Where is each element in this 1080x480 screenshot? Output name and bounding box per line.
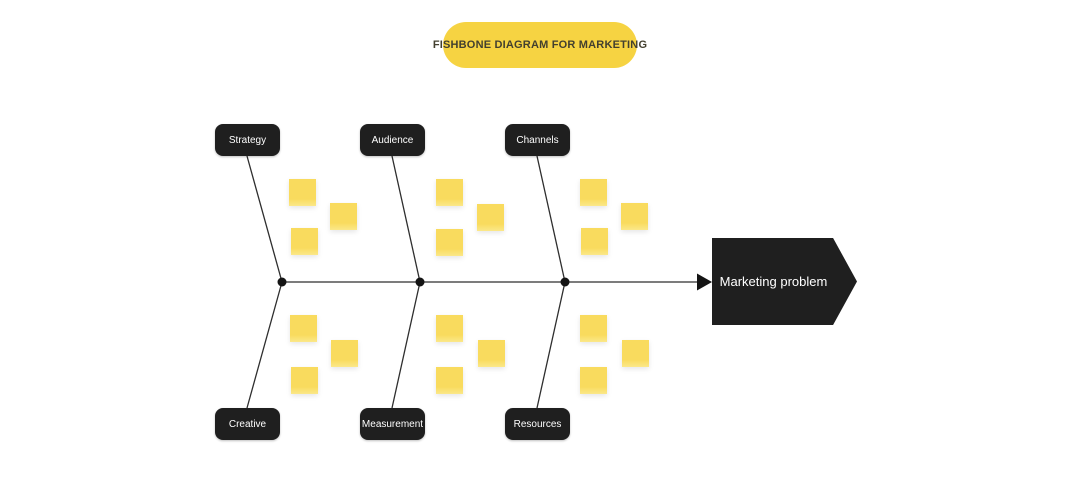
sticky-note[interactable] (289, 179, 316, 206)
sticky-note[interactable] (330, 203, 357, 230)
sticky-note[interactable] (478, 340, 505, 367)
spine-arrowhead-icon (697, 273, 712, 291)
category-node-strategy[interactable]: Strategy (215, 124, 280, 156)
sticky-note[interactable] (290, 315, 317, 342)
sticky-note[interactable] (621, 203, 648, 230)
sticky-note[interactable] (580, 315, 607, 342)
bone-creative (246, 281, 283, 409)
category-node-audience[interactable]: Audience (360, 124, 425, 156)
problem-label: Marketing problem (719, 274, 828, 289)
bone-measurement (391, 281, 421, 409)
bone-resources (536, 281, 566, 409)
sticky-note[interactable] (331, 340, 358, 367)
junction-dot (277, 277, 287, 287)
sticky-note[interactable] (291, 228, 318, 255)
sticky-note[interactable] (436, 315, 463, 342)
category-node-measurement[interactable]: Measurement (360, 408, 425, 440)
sticky-note[interactable] (580, 367, 607, 394)
diagram-title-pill[interactable]: FISHBONE DIAGRAM FOR MARKETING (433, 22, 647, 68)
category-node-creative[interactable]: Creative (215, 408, 280, 440)
junction-dot (560, 277, 570, 287)
category-node-channels[interactable]: Channels (505, 124, 570, 156)
sticky-note[interactable] (622, 340, 649, 367)
bone-channels (536, 155, 566, 283)
sticky-note[interactable] (580, 179, 607, 206)
category-node-resources[interactable]: Resources (505, 408, 570, 440)
bone-strategy (246, 155, 283, 283)
bone-audience (391, 155, 421, 283)
problem-node[interactable]: Marketing problem (712, 238, 857, 325)
sticky-note[interactable] (436, 229, 463, 256)
sticky-note[interactable] (436, 367, 463, 394)
sticky-note[interactable] (291, 367, 318, 394)
sticky-note[interactable] (581, 228, 608, 255)
sticky-note[interactable] (436, 179, 463, 206)
junction-dot (415, 277, 425, 287)
diagram-title: FISHBONE DIAGRAM FOR MARKETING (432, 39, 648, 51)
sticky-note[interactable] (477, 204, 504, 231)
